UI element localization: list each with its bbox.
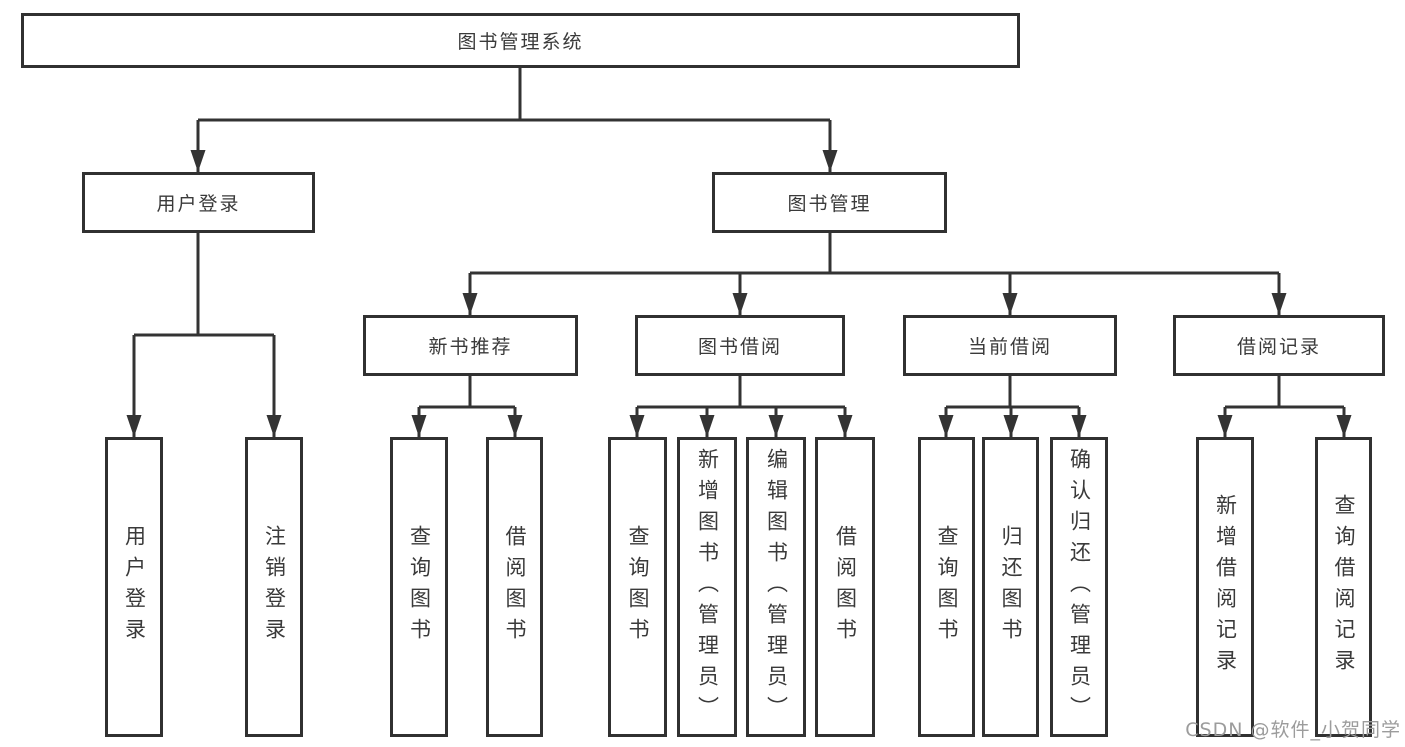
node-current-borrowing: 当前借阅: [903, 315, 1117, 376]
leaf-records-query-borrow-record: 查询借阅记录: [1315, 437, 1372, 737]
leaf-current-confirm-return-admin: 确认归还（管理员）: [1050, 437, 1108, 737]
leaf-recommend-query-book: 查询图书: [390, 437, 448, 737]
leaf-label: 用户登录: [122, 525, 147, 649]
leaf-label: 归还图书: [999, 525, 1023, 649]
leaf-current-query-book: 查询图书: [918, 437, 975, 737]
node-label: 图书管理系统: [457, 31, 584, 53]
leaf-borrowing-add-book-admin: 新增图书（管理员）: [677, 437, 737, 737]
node-label: 用户登录: [156, 193, 241, 215]
csdn-watermark: CSDN @软件_小贺同学: [1185, 719, 1401, 741]
node-label: 新书推荐: [428, 336, 513, 358]
node-user-login: 用户登录: [82, 172, 315, 233]
leaf-borrowing-borrow-book: 借阅图书: [815, 437, 875, 737]
leaf-label: 编辑图书（管理员）: [764, 447, 789, 727]
leaf-label: 借阅图书: [503, 525, 527, 649]
node-label: 图书管理: [787, 193, 872, 215]
node-borrowing-records: 借阅记录: [1173, 315, 1385, 376]
leaf-label: 查询借阅记录: [1332, 494, 1356, 680]
leaf-label: 注销登录: [262, 525, 287, 649]
node-new-book-recommendation: 新书推荐: [363, 315, 578, 376]
leaf-label: 新增借阅记录: [1213, 494, 1238, 680]
leaf-label: 新增图书（管理员）: [695, 447, 720, 727]
node-book-borrowing: 图书借阅: [635, 315, 845, 376]
leaf-borrowing-edit-book-admin: 编辑图书（管理员）: [746, 437, 806, 737]
leaf-recommend-borrow-book: 借阅图书: [486, 437, 543, 737]
leaf-label: 查询图书: [935, 525, 959, 649]
node-book-management: 图书管理: [712, 172, 947, 233]
leaf-borrowing-query-book: 查询图书: [608, 437, 667, 737]
leaf-logout-login: 注销登录: [245, 437, 303, 737]
leaf-label: 确认归还（管理员）: [1067, 447, 1092, 727]
leaf-label: 借阅图书: [833, 525, 858, 649]
leaf-user-login: 用户登录: [105, 437, 163, 737]
node-library-management-system: 图书管理系统: [21, 13, 1020, 68]
leaf-records-add-borrow-record: 新增借阅记录: [1196, 437, 1254, 737]
node-label: 图书借阅: [697, 336, 782, 358]
node-label: 当前借阅: [967, 336, 1052, 358]
leaf-label: 查询图书: [407, 525, 432, 649]
node-label: 借阅记录: [1236, 336, 1321, 358]
leaf-current-return-book: 归还图书: [982, 437, 1039, 737]
leaf-label: 查询图书: [626, 525, 650, 649]
